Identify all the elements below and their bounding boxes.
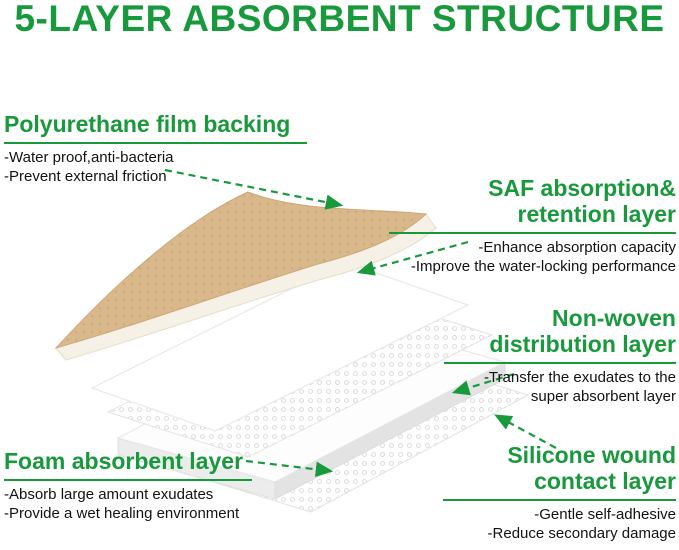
page-title: 5-LAYER ABSORBENT STRUCTURE [14,0,665,39]
silicone-underline [443,498,676,501]
saf-arrow [356,240,469,276]
polyurethane-point: -Prevent external friction [4,167,167,185]
saf-point: -Improve the water-locking performance [410,257,676,275]
silicone-point: -Gentle self-adhesive [534,505,676,523]
polyurethane-arrow [164,168,344,210]
foam-arrow [245,459,334,477]
polyurethane-film-graphic [54,191,437,361]
foam-underline [4,478,252,481]
polyurethane-point: -Water proof,anti-bacteria [4,148,174,166]
silicone-heading: Silicone wound contact layer [507,442,676,494]
label-nonwoven: Non-woven distribution layer -Transfer t… [444,305,676,406]
saf-point: -Enhance absorption capacity [478,238,676,256]
nonwoven-point: super absorbent layer [530,387,676,405]
nonwoven-point: -Transfer the exudates to the [483,368,676,386]
label-silicone: Silicone wound contact layer -Gentle sel… [443,442,676,543]
label-polyurethane: Polyurethane film backing -Water proof,a… [4,111,307,186]
foam-point: -Absorb large amount exudates [4,485,214,503]
foam-point: -Provide a wet healing environment [4,504,240,522]
label-foam: Foam absorbent layer -Absorb large amoun… [4,448,252,523]
silicone-point: -Reduce secondary damage [487,524,676,542]
nonwoven-heading: Non-woven distribution layer [489,305,676,357]
nonwoven-arrow [451,372,515,396]
saf-layer-graphic [90,261,470,432]
saf-heading: SAF absorption& retention layer [488,175,676,227]
foam-heading: Foam absorbent layer [4,448,244,474]
polyurethane-underline [4,141,307,144]
label-saf: SAF absorption& retention layer -Enhance… [389,175,676,276]
saf-underline [389,231,676,234]
nonwoven-underline [444,361,676,364]
polyurethane-heading: Polyurethane film backing [4,111,291,137]
